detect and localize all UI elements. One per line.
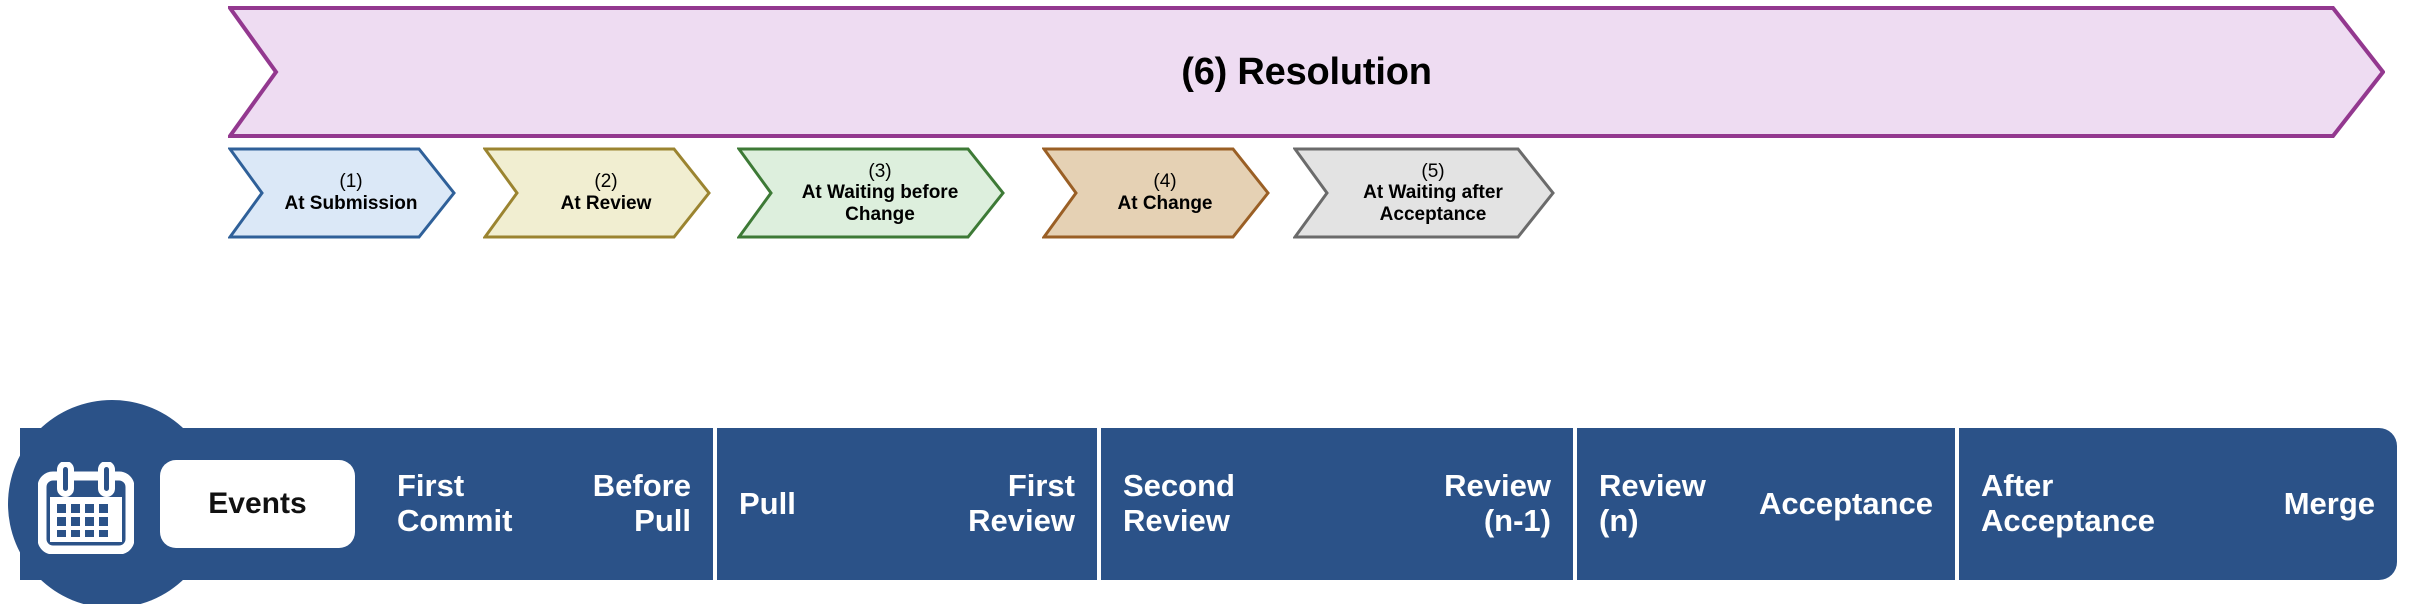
phase-label: At Submission (284, 192, 418, 214)
event-label-before-pull: Before Pull (592, 468, 691, 538)
event-label-pull: Pull (739, 485, 796, 521)
phase-chevron-2[interactable]: (2) At Review (483, 147, 711, 239)
phase-label: At Change (1117, 192, 1213, 214)
phase-chevron-4[interactable]: (4) At Change (1042, 147, 1270, 239)
timeline-segment-2[interactable]: Pull First Review (717, 428, 1097, 580)
segment-divider (1955, 428, 1959, 580)
segment-divider (1573, 428, 1577, 580)
timeline-segment-5[interactable]: After Acceptance Merge (1959, 428, 2397, 580)
events-badge: Events (160, 460, 355, 548)
chevron-shape (1293, 147, 1555, 239)
chevron-shape (483, 147, 711, 239)
timeline-segment-3[interactable]: Second Review Review (n-1) (1101, 428, 1573, 580)
resolution-banner: (6) Resolution (228, 6, 2385, 138)
event-label-second-review: Second Review (1123, 468, 1235, 538)
resolution-banner-shape (228, 6, 2385, 138)
calendar-icon (37, 461, 135, 555)
event-label-first-review: First Review (968, 468, 1075, 538)
phase-number: (2) (594, 171, 618, 193)
phase-chevron-1[interactable]: (1) At Submission (228, 147, 456, 239)
timeline-segment-1[interactable]: First Commit Before Pull (375, 428, 713, 580)
chevron-shape (228, 147, 456, 239)
event-label-review-n: Review (n) (1599, 468, 1706, 538)
phase-row: (1) At Submission (2) At Review (3) At W… (0, 147, 2414, 243)
event-label-first-commit: First Commit (397, 468, 513, 538)
event-label-after-acceptance: After Acceptance (1981, 468, 2156, 538)
phase-number: (5) (1421, 160, 1445, 182)
phase-number: (1) (339, 171, 363, 193)
event-label-merge: Merge (2283, 485, 2375, 521)
event-label-review-n-1: Review (n-1) (1444, 468, 1551, 538)
timeline-segment-4[interactable]: Review (n) Acceptance (1577, 428, 1955, 580)
segment-divider (1097, 428, 1101, 580)
chevron-shape (1042, 147, 1270, 239)
phase-number: (3) (868, 160, 892, 182)
phase-number: (4) (1153, 171, 1177, 193)
event-timeline: Events First Commit Before Pull Pull Fir… (0, 400, 2397, 604)
segment-divider (713, 428, 717, 580)
resolution-label: (6) Resolution (1181, 50, 1432, 93)
event-label-acceptance: Acceptance (1758, 485, 1933, 521)
timeline-track (20, 428, 2397, 580)
chevron-shape (737, 147, 1005, 239)
phase-label: At Review (560, 192, 652, 214)
